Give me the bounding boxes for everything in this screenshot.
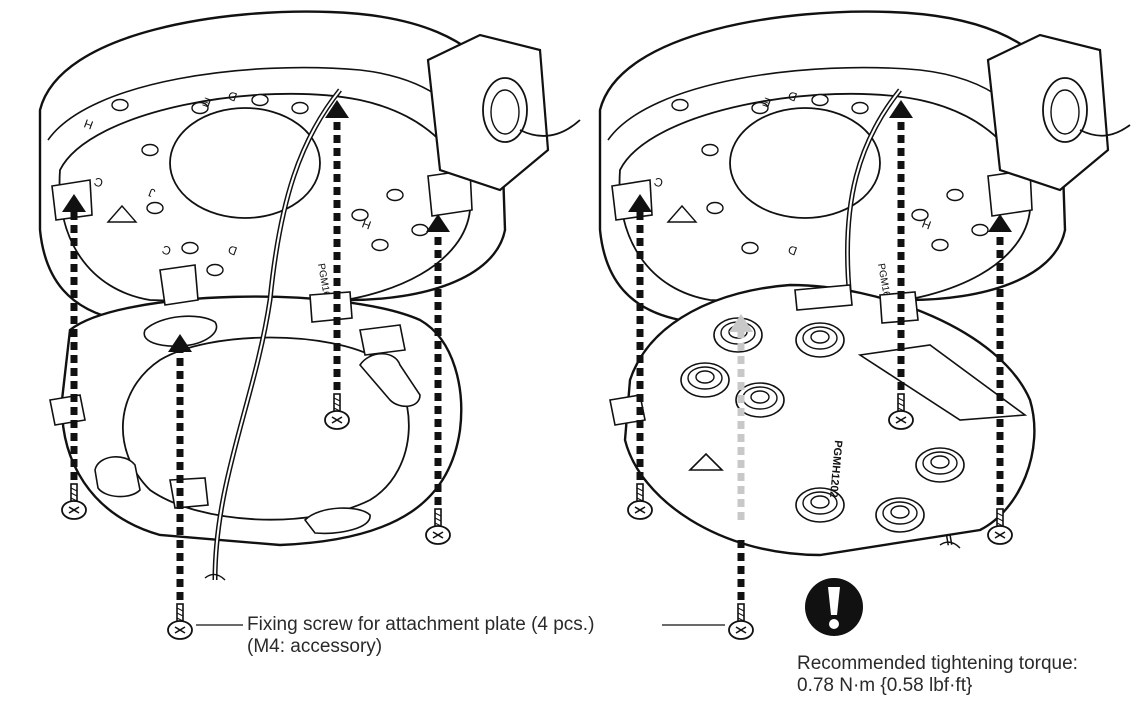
arrow-up-icon [325,100,349,118]
torque-callout: Recommended tightening torque: 0.78 N·m … [797,653,1078,697]
right-plate-code: PGMH1202 [827,440,844,498]
left-dashed-arrows [70,115,442,600]
torque-callout-line1: Recommended tightening torque: [797,653,1078,674]
screw-callout-line2: (M4: accessory) [247,636,383,657]
arrow-up-icon [168,334,192,352]
arrow-up-icon [889,100,913,118]
right-junction-box: E D C D H PGM1664 [598,10,1131,322]
screw-icon [728,603,754,640]
screw-icon [61,483,87,520]
arrow-up-icon [988,214,1012,232]
left-junction-box: E D H C J D C H PGM1664 [38,10,581,322]
screw-icon [627,483,653,520]
arrow-up-icon [729,314,753,332]
screw-icon [425,508,451,545]
torque-callout-line2: 0.78 N·m {0.58 lbf·ft} [797,675,973,696]
arrow-up-icon [62,194,86,212]
screw-callout-line1: Fixing screw for attachment plate (4 pcs… [247,614,595,635]
exclamation-circle-icon [805,578,863,636]
right-attachment-plate: PGMH1202 [609,283,1036,557]
arrow-up-icon [628,194,652,212]
right-dashed-arrows [636,115,1004,600]
screw-callout: Fixing screw for attachment plate (4 pcs… [247,614,594,658]
arrow-up-icon [426,214,450,232]
screw-icon [167,603,193,640]
svg-text:J: J [147,185,157,200]
